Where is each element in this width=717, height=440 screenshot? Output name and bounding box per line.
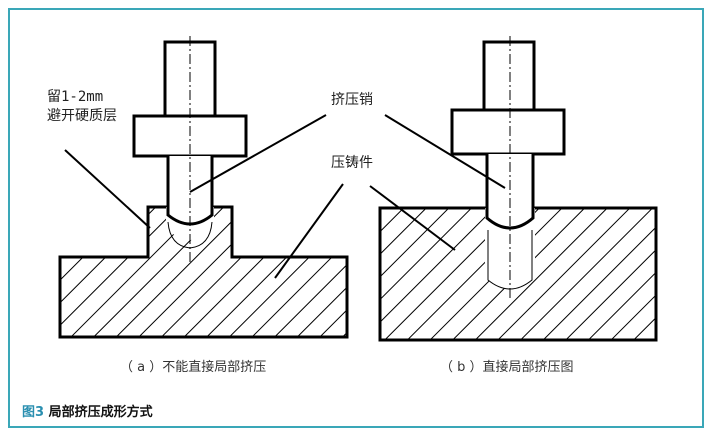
pin-shaft-upper-b	[482, 40, 536, 112]
pin-shaft-lower-b	[485, 154, 535, 230]
figure-number: 图3	[22, 405, 45, 420]
leader-casting-b	[369, 185, 456, 251]
diagram-a	[58, 36, 349, 339]
label-extrusion-pin: 挤压销	[331, 92, 373, 108]
leader-retain	[64, 149, 151, 229]
label-casting: 压铸件	[331, 155, 373, 171]
pin-collar-b	[450, 108, 566, 156]
leader-pin-b	[384, 114, 506, 189]
subcaption-a: （ a ）不能直接局部挤压	[120, 360, 267, 375]
label-avoid-hard-layer: 避开硬质层	[47, 108, 117, 124]
leader-casting-a	[274, 183, 344, 279]
figure-caption: 图3 局部挤压成形方式	[22, 401, 153, 420]
subcaption-b: （ b ）直接局部挤压图	[440, 360, 574, 375]
label-retain: 留1-2mm	[47, 89, 104, 105]
figure-title: 局部挤压成形方式	[44, 405, 153, 420]
casting-a	[58, 205, 349, 339]
diagram-b	[369, 36, 658, 342]
leader-pin-a	[189, 114, 327, 193]
